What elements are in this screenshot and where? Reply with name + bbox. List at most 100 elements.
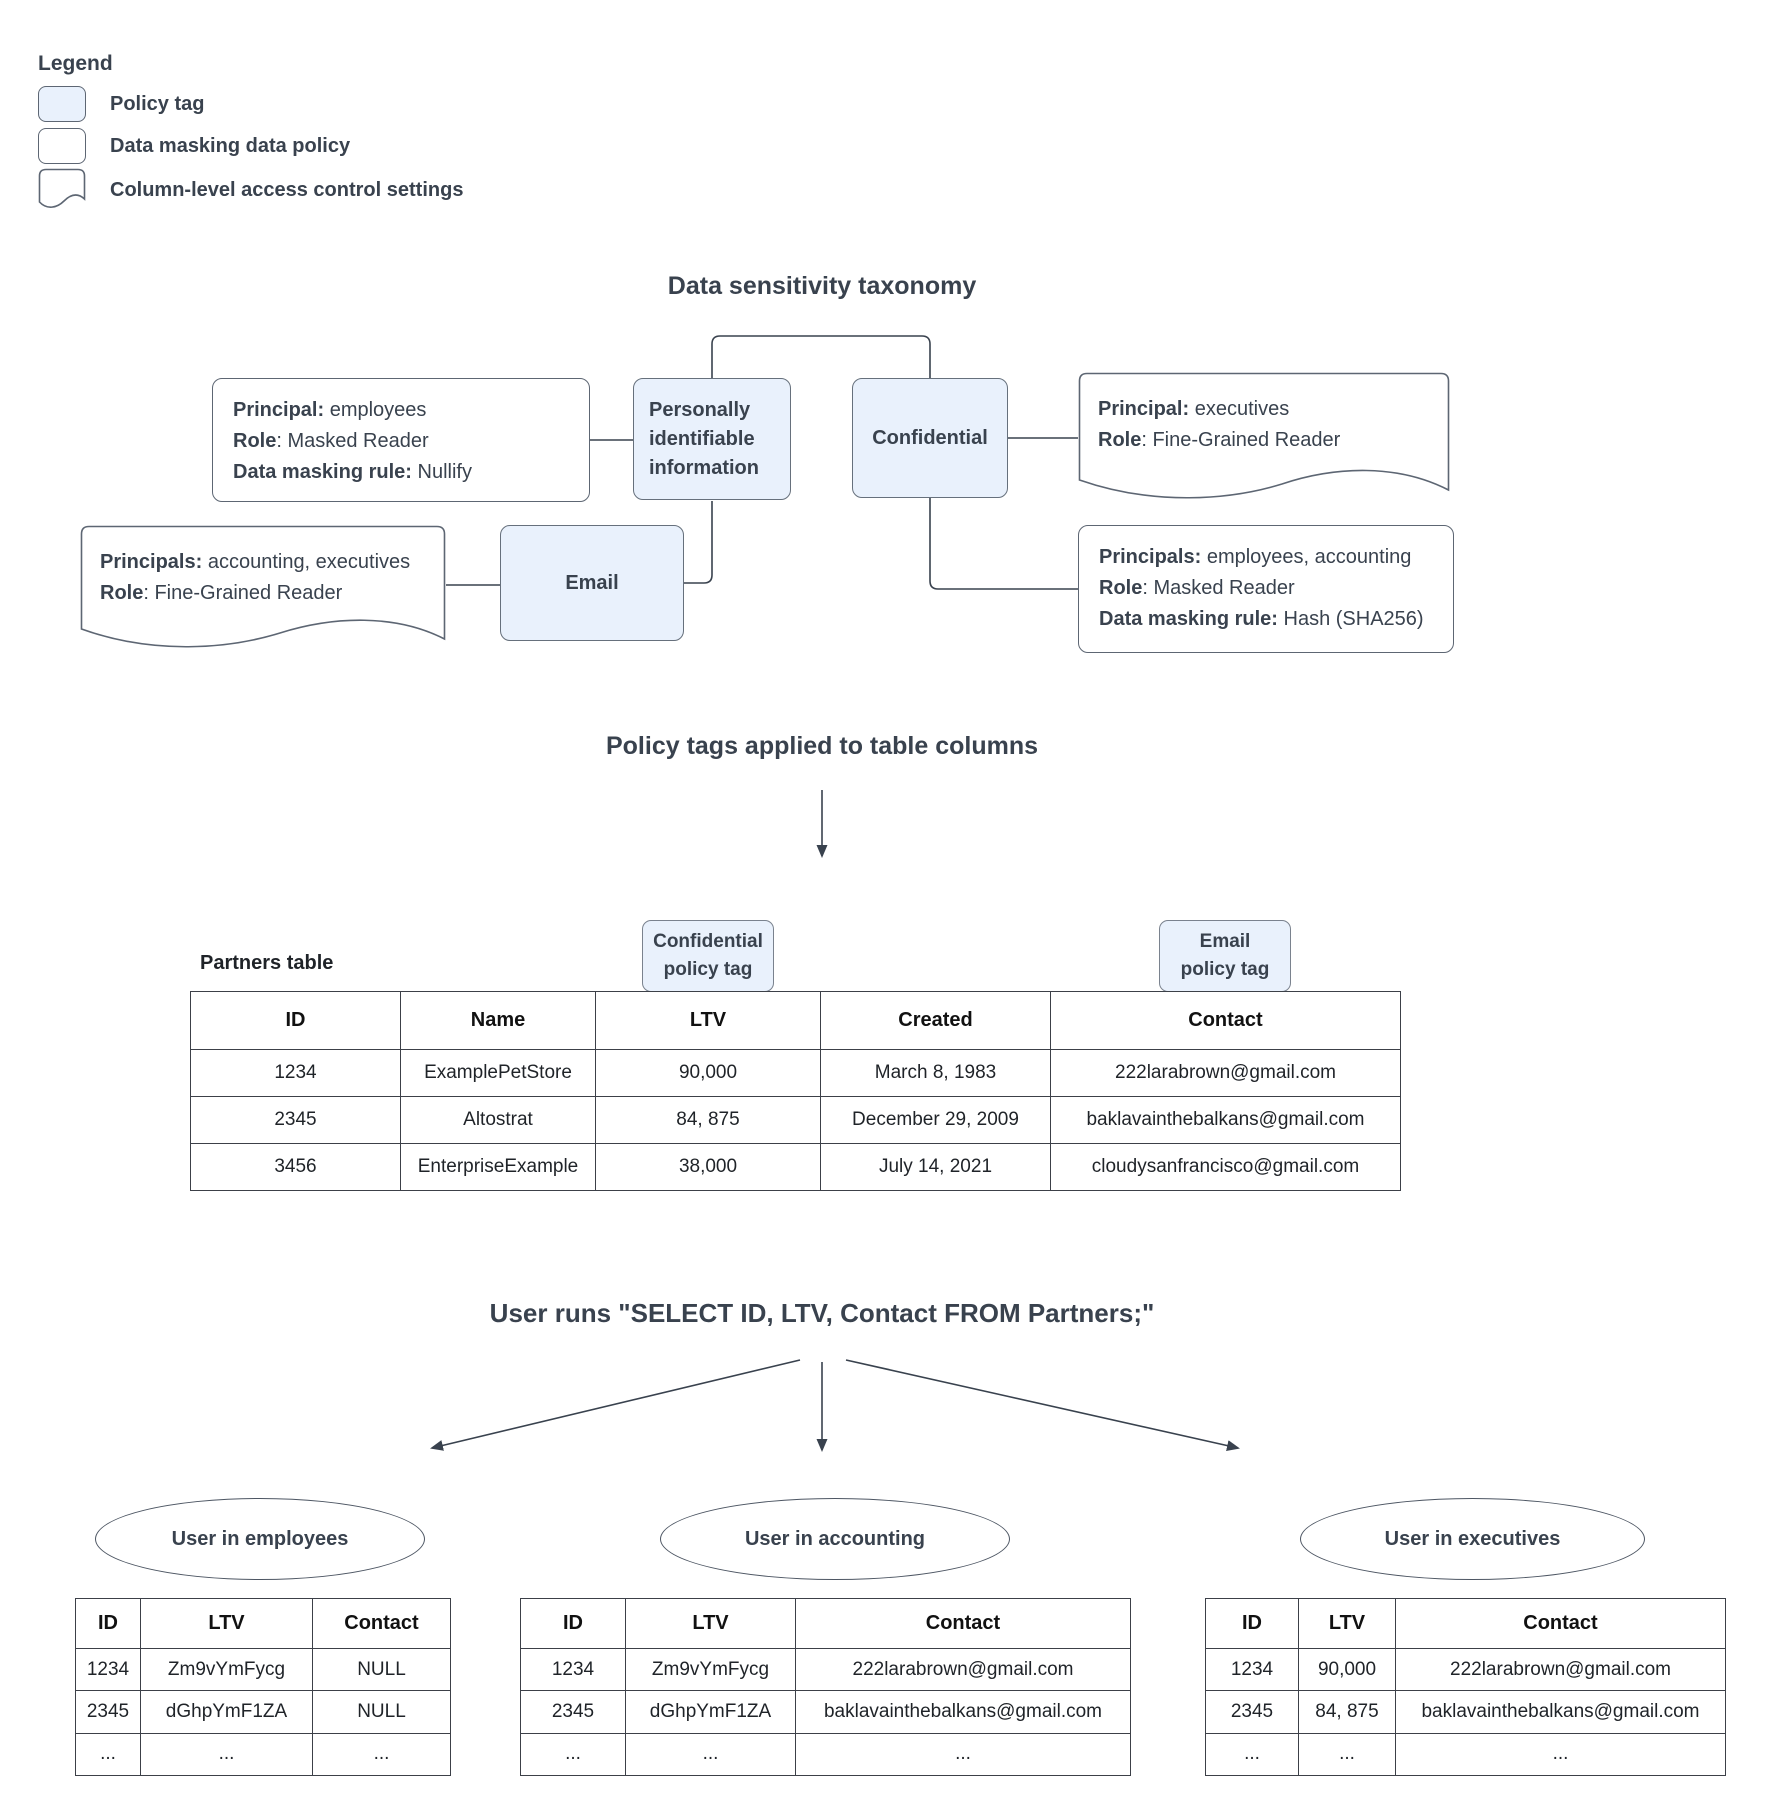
cell: ExamplePetStore <box>400 1049 596 1097</box>
policy-box-hash-sha256: Principals: employees, accounting Role: … <box>1078 525 1454 653</box>
access-control-doc-accounting: Principals: accounting, executives Role:… <box>80 525 446 609</box>
cell: ... <box>75 1732 141 1777</box>
cell: 1234 <box>520 1647 626 1692</box>
result-table-employees: ID LTV Contact 1234 Zm9vYmFycg NULL 2345… <box>75 1598 451 1777</box>
policy-line: Data masking rule: Nullify <box>233 461 472 483</box>
legend-item-data-policy: Data masking data policy <box>38 128 350 164</box>
col-header-ltv: LTV <box>625 1598 796 1649</box>
document-swatch-icon <box>38 168 86 208</box>
legend-item-access-control: Column-level access control settings <box>38 168 463 212</box>
tag-line: policy tag <box>1180 959 1270 980</box>
policy-line: Principal: employees <box>233 399 427 421</box>
cell: cloudysanfrancisco@gmail.com <box>1050 1143 1401 1191</box>
access-control-doc-executives-shape <box>1078 372 1450 499</box>
table-row: 1234 90,000 222larabrown@gmail.com <box>1205 1647 1726 1692</box>
cell: 1234 <box>1205 1647 1299 1692</box>
table-row: ... ... ... <box>75 1732 451 1777</box>
legend-item-policy-tag: Policy tag <box>38 86 204 122</box>
cell: NULL <box>312 1647 451 1692</box>
cell: March 8, 1983 <box>820 1049 1051 1097</box>
col-header-contact: Contact <box>795 1598 1131 1649</box>
user-in-employees-oval: User in employees <box>95 1498 425 1580</box>
table-row: 1234 ExamplePetStore 90,000 March 8, 198… <box>190 1049 1401 1097</box>
cell: July 14, 2021 <box>820 1143 1051 1191</box>
policy-tag-pii: Personally identifiable information <box>633 378 791 500</box>
policy-line: Role: Fine-Grained Reader <box>100 582 343 604</box>
col-header-name: Name <box>400 991 596 1050</box>
result-table-accounting: ID LTV Contact 1234 Zm9vYmFycg 222larabr… <box>520 1598 1131 1777</box>
taxonomy-title: Data sensitivity taxonomy <box>667 272 977 300</box>
col-header-ltv: LTV <box>595 991 821 1050</box>
cell: 84, 875 <box>1298 1690 1396 1734</box>
query-title: User runs "SELECT ID, LTV, Contact FROM … <box>489 1298 1155 1328</box>
cell: 38,000 <box>595 1143 821 1191</box>
cell: baklavainthebalkans@gmail.com <box>1050 1096 1401 1144</box>
user-in-executives-oval: User in executives <box>1300 1498 1645 1580</box>
table-header-row: ID LTV Contact <box>520 1598 1131 1649</box>
cell: baklavainthebalkans@gmail.com <box>795 1690 1131 1734</box>
email-policy-tag-badge: Email policy tag <box>1159 920 1291 992</box>
cell: ... <box>795 1732 1131 1777</box>
table-row: 1234 Zm9vYmFycg NULL <box>75 1647 451 1692</box>
cell: 222larabrown@gmail.com <box>795 1647 1131 1692</box>
col-header-contact: Contact <box>312 1598 451 1649</box>
col-header-contact: Contact <box>1050 991 1401 1050</box>
table-row: 2345 dGhpYmF1ZA baklavainthebalkans@gmai… <box>520 1690 1131 1734</box>
table-row: ... ... ... <box>520 1732 1131 1777</box>
access-control-doc-accounting-shape <box>80 525 446 648</box>
confidential-policy-tag-badge: Confidential policy tag <box>642 920 774 992</box>
cell: Altostrat <box>400 1096 596 1144</box>
cell: ... <box>312 1732 451 1777</box>
table-header-row: ID LTV Contact <box>75 1598 451 1649</box>
table-row: 2345 dGhpYmF1ZA NULL <box>75 1690 451 1734</box>
access-control-doc-executives: Principal: executives Role: Fine-Grained… <box>1078 372 1450 456</box>
cell: 90,000 <box>1298 1647 1396 1692</box>
result-table-executives: ID LTV Contact 1234 90,000 222larabrown@… <box>1205 1598 1726 1777</box>
cell: 1234 <box>190 1049 401 1097</box>
col-header-id: ID <box>190 991 401 1050</box>
cell: 2345 <box>75 1690 141 1734</box>
policy-line: Role: Masked Reader <box>1099 577 1295 599</box>
cell: 90,000 <box>595 1049 821 1097</box>
cell: 2345 <box>1205 1690 1299 1734</box>
data-policy-swatch-icon <box>38 128 86 164</box>
table-row: 2345 Altostrat 84, 875 December 29, 2009… <box>190 1096 1401 1144</box>
cell: Zm9vYmFycg <box>625 1647 796 1692</box>
partners-table-label: Partners table <box>200 952 334 974</box>
cell: NULL <box>312 1690 451 1734</box>
table-row: ... ... ... <box>1205 1732 1726 1777</box>
tag-line: Confidential <box>653 931 763 953</box>
tag-line: Email <box>1199 931 1251 953</box>
table-row: 1234 Zm9vYmFycg 222larabrown@gmail.com <box>520 1647 1131 1692</box>
policy-box-employees-nullify: Principal: employees Role: Masked Reader… <box>212 378 590 502</box>
table-header-row: ID LTV Contact <box>1205 1598 1726 1649</box>
cell: baklavainthebalkans@gmail.com <box>1395 1690 1726 1734</box>
policy-line: Principal: executives <box>1098 398 1290 420</box>
col-header-ltv: LTV <box>1298 1598 1396 1649</box>
table-row: 2345 84, 875 baklavainthebalkans@gmail.c… <box>1205 1690 1726 1734</box>
cell: ... <box>1298 1732 1396 1777</box>
cell: ... <box>520 1732 626 1777</box>
cell: ... <box>1205 1732 1299 1777</box>
tag-line: policy tag <box>663 959 753 980</box>
cell: dGhpYmF1ZA <box>140 1690 313 1734</box>
cell: Zm9vYmFycg <box>140 1647 313 1692</box>
partners-table: ID Name LTV Created Contact 1234 Example… <box>190 991 1401 1191</box>
policy-line: Principals: employees, accounting <box>1099 546 1412 568</box>
cell: 222larabrown@gmail.com <box>1050 1049 1401 1097</box>
legend-title: Legend <box>38 52 113 75</box>
cell: ... <box>1395 1732 1726 1777</box>
cell: 3456 <box>190 1143 401 1191</box>
cell: 222larabrown@gmail.com <box>1395 1647 1726 1692</box>
legend-label: Data masking data policy <box>110 134 351 157</box>
col-header-id: ID <box>75 1598 141 1649</box>
col-header-contact: Contact <box>1395 1598 1726 1649</box>
table-header-row: ID Name LTV Created Contact <box>190 991 1401 1050</box>
table-row: 3456 EnterpriseExample 38,000 July 14, 2… <box>190 1143 1401 1191</box>
cell: EnterpriseExample <box>400 1143 596 1191</box>
cell: ... <box>625 1732 796 1777</box>
cell: ... <box>140 1732 313 1777</box>
col-header-id: ID <box>520 1598 626 1649</box>
cell: 1234 <box>75 1647 141 1692</box>
